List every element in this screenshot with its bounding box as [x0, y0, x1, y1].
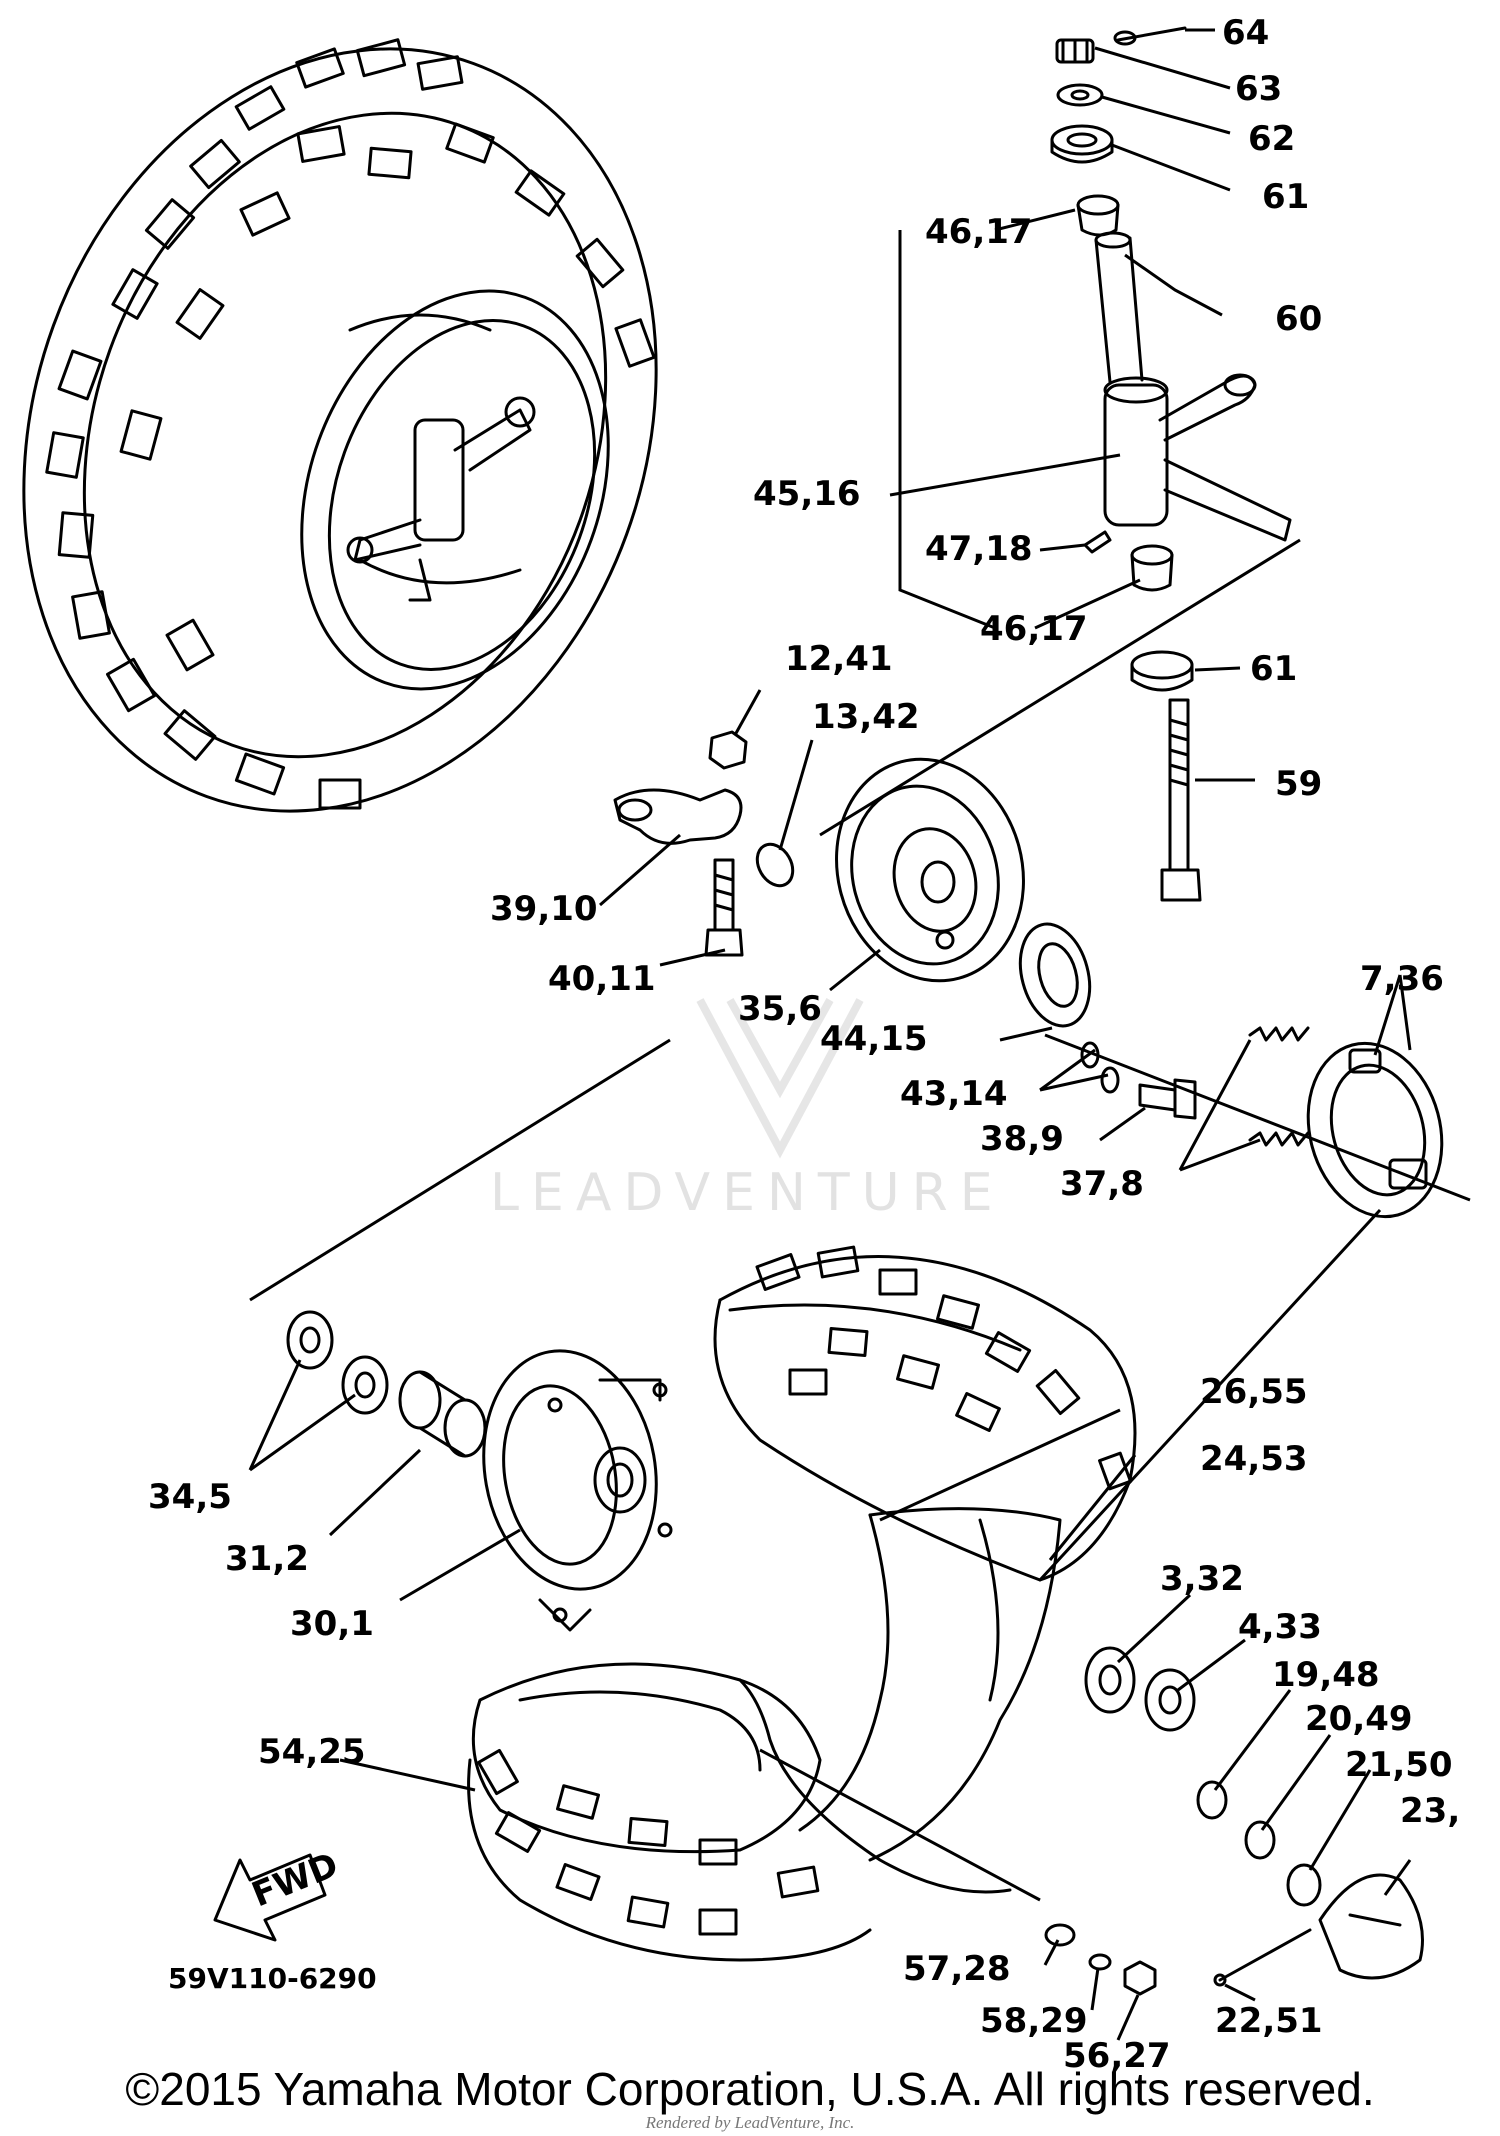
callout-47-18: 47,18	[925, 529, 1033, 569]
callout-31-2: 31,2	[225, 1539, 309, 1579]
callout-64: 64	[1222, 13, 1269, 53]
tire-tread-blocks	[45, 38, 656, 810]
callout-26-55: 26,55	[1200, 1372, 1308, 1412]
rendered-by-note: Rendered by LeadVenture, Inc.	[645, 2113, 855, 2132]
callout-57-28: 57,28	[903, 1949, 1011, 1989]
exploded-wheel-illustration	[286, 1245, 1424, 1996]
leader-lines	[248, 28, 1471, 2041]
callout-39-10: 39,10	[490, 889, 598, 929]
callout-22-51: 22,51	[1215, 2001, 1323, 2041]
callout-61a: 61	[1262, 177, 1309, 217]
callout-46-17b: 46,17	[980, 609, 1088, 649]
callout-34-5: 34,5	[148, 1477, 232, 1517]
callout-labels: 64 63 62 61 60 46,17 45,16 47,18 46,17 6…	[148, 13, 1460, 2076]
callout-54-25: 54,25	[258, 1732, 366, 1772]
knuckle-assembly-illustration	[1050, 26, 1292, 902]
callout-24-53: 24,53	[1200, 1439, 1308, 1479]
callout-43-14: 43,14	[900, 1074, 1008, 1114]
callout-7-36: 7,36	[1360, 959, 1444, 999]
callout-63: 63	[1235, 69, 1282, 109]
callout-38-9: 38,9	[980, 1119, 1064, 1159]
callout-46-17a: 46,17	[925, 212, 1033, 252]
callout-58-29: 58,29	[980, 2001, 1088, 2041]
assembled-wheel-illustration	[22, 47, 658, 813]
fwd-label: FWD	[246, 1845, 343, 1915]
callout-3-32: 3,32	[1160, 1559, 1244, 1599]
diagram-code: 59V110-6290	[168, 1962, 377, 1995]
callout-61b: 61	[1250, 649, 1297, 689]
callout-56-27: 56,27	[1063, 2036, 1171, 2076]
callout-59: 59	[1275, 764, 1322, 804]
callout-21-50: 21,50	[1345, 1745, 1453, 1785]
callout-60: 60	[1275, 299, 1322, 339]
callout-30-1: 30,1	[290, 1604, 374, 1644]
callout-4-33: 4,33	[1238, 1607, 1322, 1647]
callout-35-6: 35,6	[738, 989, 822, 1029]
callout-40-11: 40,11	[548, 959, 656, 999]
callout-37-8: 37,8	[1060, 1164, 1144, 1204]
watermark-logo	[696, 998, 864, 1159]
callout-44-15: 44,15	[820, 1019, 928, 1059]
copyright-notice: ©2015 Yamaha Motor Corporation, U.S.A. A…	[125, 2063, 1375, 2115]
callout-45-16: 45,16	[753, 474, 861, 514]
callout-12-41: 12,41	[785, 639, 893, 679]
brake-drum-illustration	[613, 730, 1444, 1219]
watermark: LEADVENTURE	[490, 1163, 1005, 1223]
callout-20-49: 20,49	[1305, 1699, 1413, 1739]
callout-62: 62	[1248, 119, 1295, 159]
callout-19-48: 19,48	[1272, 1655, 1380, 1695]
callout-23: 23,	[1400, 1791, 1460, 1831]
callout-13-42: 13,42	[812, 697, 920, 737]
fwd-arrow-icon: FWD	[213, 1845, 344, 1942]
